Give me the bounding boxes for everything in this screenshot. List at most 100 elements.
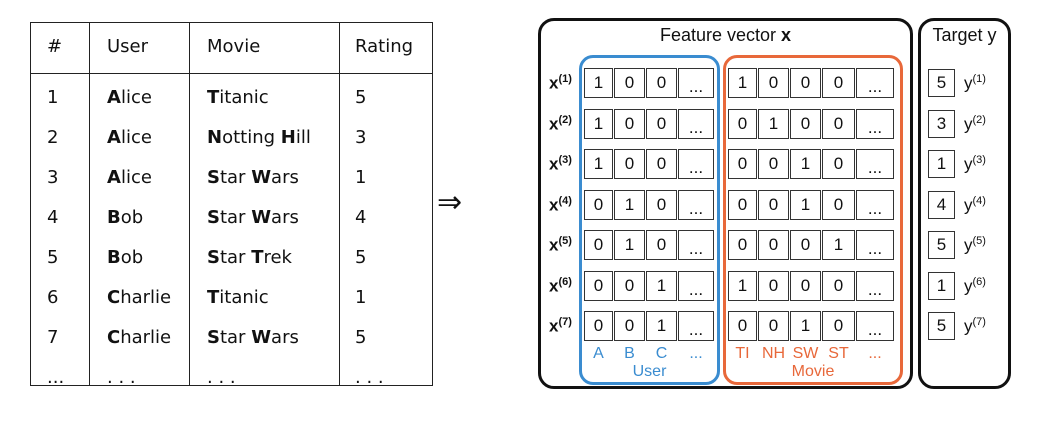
user-col-label: ... (689, 345, 703, 362)
user-cell: 0 (646, 108, 677, 139)
movie-cell: 0 (822, 68, 855, 98)
movie-col-label: SW (792, 345, 819, 362)
user-cell: 0 (584, 189, 613, 220)
movie-cell: 1 (728, 68, 757, 98)
target-cell: 3 (928, 109, 955, 138)
movie-cell: 1 (790, 311, 821, 341)
movie-cell: 0 (790, 230, 821, 260)
feature-row-label: x(1) (549, 73, 572, 93)
feature-row-label: x(3) (549, 154, 572, 174)
movie-cell: 0 (728, 230, 757, 260)
movie-cell: 0 (728, 189, 757, 220)
row-rating: 5 (355, 327, 367, 348)
user-cell: 0 (646, 230, 677, 260)
feature-row-label: x(2) (549, 113, 572, 134)
movie-cell: ... (856, 270, 894, 301)
row-user: Alice (107, 167, 152, 188)
row-movie: Notting Hill (207, 127, 311, 148)
column-divider (89, 23, 90, 385)
feature-row-label: x(6) (549, 275, 572, 296)
movie-cell: 0 (758, 311, 789, 341)
target-row-label: y(7) (964, 316, 986, 336)
target-row-label: y(4) (964, 194, 986, 215)
row-rating: 3 (355, 127, 367, 148)
user-cell: 1 (646, 311, 677, 341)
row-rating: 1 (355, 167, 367, 188)
user-cell: 0 (584, 270, 613, 301)
target-row-label: y(6) (964, 275, 986, 296)
target-cell: 1 (928, 271, 955, 300)
user-col-label: B (624, 345, 635, 362)
user-cell: 0 (614, 149, 645, 179)
row-user: Alice (107, 127, 152, 148)
movie-col-label: TI (735, 345, 750, 362)
movie-cell: 1 (822, 230, 855, 260)
header-rating: Rating (355, 36, 414, 57)
feature-title-var: x (781, 25, 792, 45)
row-user: Bob (107, 247, 144, 268)
row-movie: Titanic (207, 87, 269, 108)
user-cell: 0 (614, 270, 645, 301)
movie-cell: 1 (790, 149, 821, 179)
user-col-label: C (655, 345, 668, 362)
user-cell: 0 (646, 189, 677, 220)
movie-cell: 0 (822, 270, 855, 301)
header-divider (31, 73, 432, 74)
movie-cell: 0 (790, 108, 821, 139)
row-num: 1 (47, 87, 59, 108)
row-num: 7 (47, 327, 59, 348)
movie-cell: ... (856, 230, 894, 260)
movie-cell: 0 (822, 108, 855, 139)
row-num: ... (47, 367, 65, 388)
user-col-label: A (593, 345, 604, 362)
target-title: Target y (932, 25, 997, 45)
movie-cell: ... (856, 149, 894, 179)
target-row-label: y(1) (964, 73, 986, 93)
row-num: 6 (47, 287, 59, 308)
movie-cell: 0 (822, 189, 855, 220)
user-cell: ... (678, 189, 714, 220)
user-group-label: User (632, 363, 667, 380)
movie-group-box (723, 55, 903, 385)
user-cell: 0 (646, 68, 677, 98)
row-movie: Titanic (207, 287, 269, 308)
movie-cell: 1 (758, 108, 789, 139)
row-user: Charlie (107, 327, 172, 348)
movie-cell: 0 (822, 311, 855, 341)
movie-cell: 0 (728, 311, 757, 341)
row-movie: Star Wars (207, 327, 299, 348)
feature-title-text: Feature vector (659, 25, 782, 45)
target-cell: 1 (928, 150, 955, 178)
movie-cell: ... (856, 68, 894, 98)
target-cell: 4 (928, 190, 955, 219)
user-cell: 1 (614, 189, 645, 220)
target-cell: 5 (928, 69, 955, 97)
row-user: Bob (107, 207, 144, 228)
user-cell: 1 (584, 149, 613, 179)
target-row-label: y(5) (964, 235, 986, 255)
movie-group-label: Movie (791, 363, 835, 380)
user-cell: 0 (614, 108, 645, 139)
user-cell: 0 (614, 68, 645, 98)
user-cell: ... (678, 149, 714, 179)
row-num: 5 (47, 247, 59, 268)
column-divider (339, 23, 340, 385)
column-divider (189, 23, 190, 385)
movie-cell: 0 (758, 149, 789, 179)
implies-arrow: ⇒ (437, 185, 463, 220)
row-rating: 5 (355, 87, 367, 108)
row-rating: 5 (355, 247, 367, 268)
row-rating: 4 (355, 207, 367, 228)
user-cell: ... (678, 270, 714, 301)
row-movie: Star Wars (207, 207, 299, 228)
movie-cell: 0 (728, 149, 757, 179)
movie-cell: 0 (758, 68, 789, 98)
target-row-label: y(2) (964, 113, 986, 134)
target-panel: Target y (918, 18, 1011, 389)
target-cell: 5 (928, 312, 955, 340)
user-cell: 0 (614, 311, 645, 341)
row-user: . . . (107, 367, 136, 388)
header-num: # (47, 36, 63, 57)
feature-vector-panel: Feature vector x (538, 18, 913, 389)
movie-cell: 0 (790, 68, 821, 98)
